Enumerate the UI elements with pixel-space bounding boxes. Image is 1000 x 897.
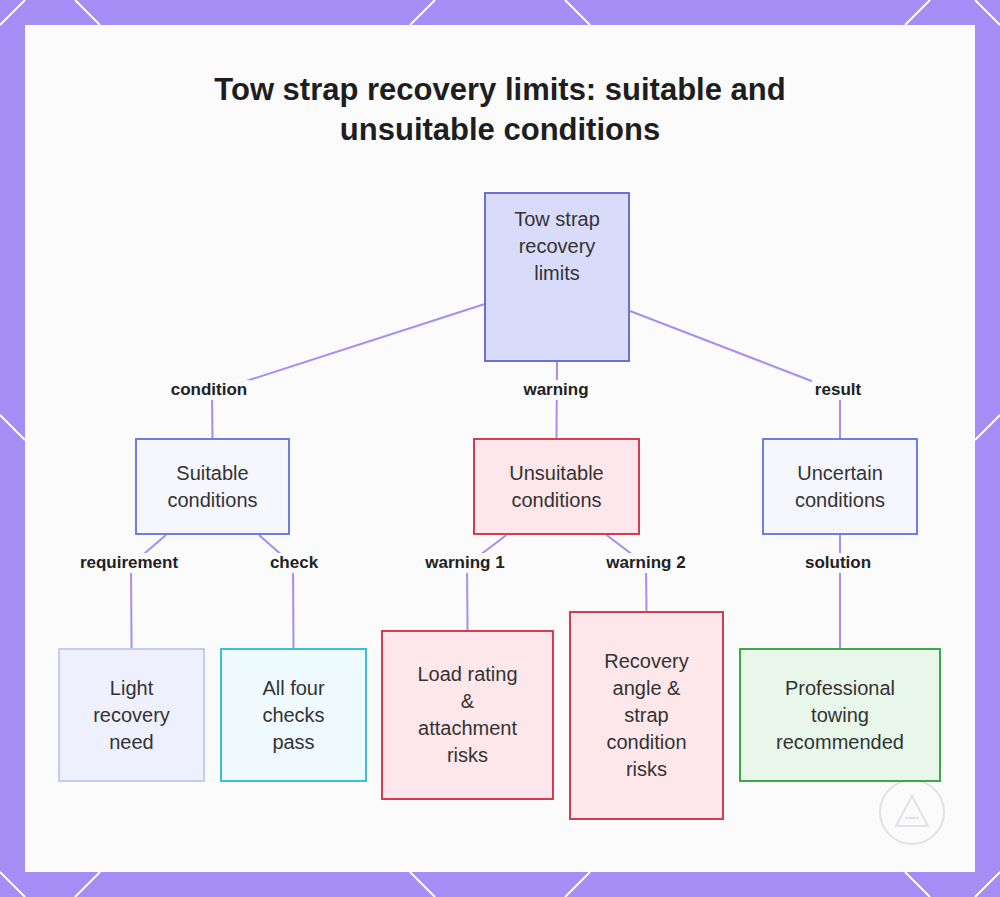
category-box: Suitable conditions: [135, 438, 290, 535]
solution-box: Professional towing recommended: [739, 648, 941, 782]
warning-box: Recovery angle & strap condition risks: [569, 611, 724, 820]
edge-label: result: [812, 380, 864, 400]
connector-line: [630, 311, 840, 438]
node-text: Load rating & attachment risks: [413, 661, 522, 769]
category-box: Uncertain conditions: [762, 438, 918, 535]
node-text: All four checks pass: [249, 675, 338, 756]
node-text: Tow strap recovery limits: [494, 206, 620, 287]
warning-box: Unsuitable conditions: [473, 438, 640, 535]
connector-line: [259, 535, 294, 648]
watermark-icon: [880, 780, 944, 844]
connector-line: [839, 535, 841, 648]
edge-label: check: [267, 553, 321, 573]
node-text: Uncertain conditions: [772, 460, 908, 514]
connector-line: [556, 362, 559, 438]
warning-box: Load rating & attachment risks: [381, 630, 554, 800]
edge-label: warning 2: [603, 553, 688, 573]
node-text: Light recovery need: [82, 675, 181, 756]
node-text: Unsuitable conditions: [483, 460, 630, 514]
root-box: Tow strap recovery limits: [484, 192, 630, 362]
diagram-title: Tow strap recovery limits: suitable and …: [200, 70, 800, 150]
node-text: Professional towing recommended: [766, 675, 914, 756]
requirement-box: Light recovery need: [58, 648, 205, 782]
check-box: All four checks pass: [220, 648, 367, 782]
edge-label: warning: [520, 380, 591, 400]
node-text: Recovery angle & strap condition risks: [592, 648, 701, 783]
edge-label: solution: [802, 553, 874, 573]
node-text: Suitable conditions: [145, 460, 280, 514]
connector-line: [607, 535, 647, 611]
edge-label: requirement: [77, 553, 181, 573]
connector-line: [467, 535, 506, 630]
connector-line: [131, 535, 166, 648]
edge-label: warning 1: [422, 553, 507, 573]
edge-label: condition: [168, 380, 250, 400]
connector-line: [212, 304, 484, 438]
